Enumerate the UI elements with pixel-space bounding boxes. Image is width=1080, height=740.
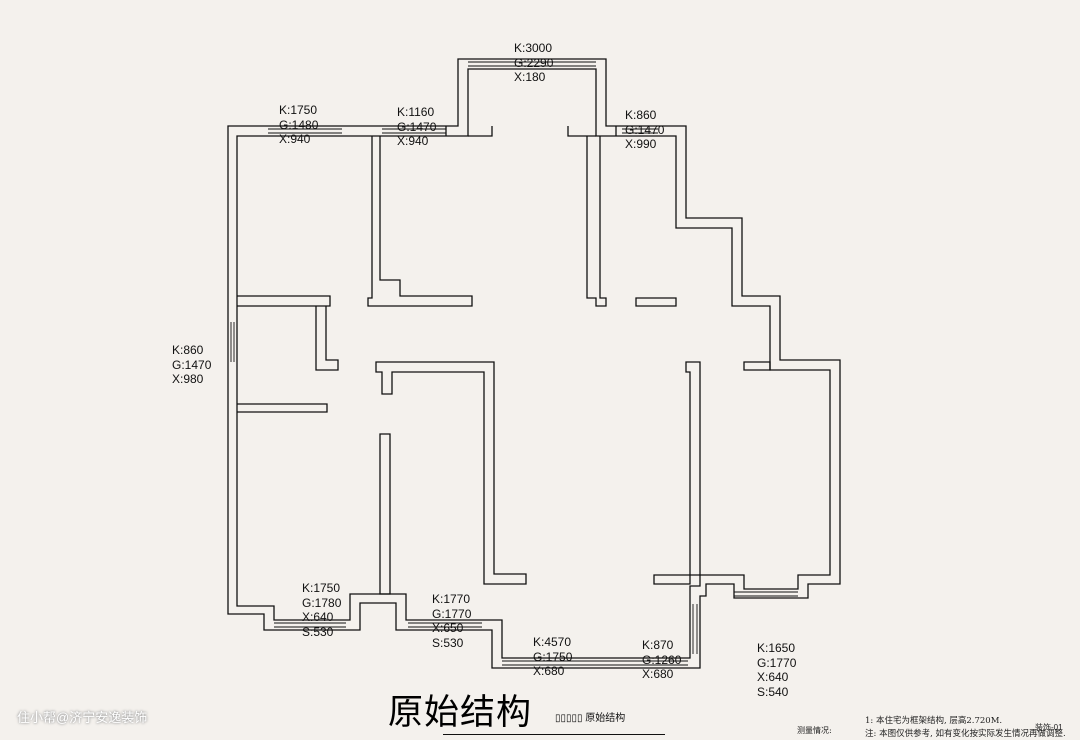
measure-label: 测量情况:	[797, 726, 832, 735]
note-line-1: 1: 本住宅为框架结构, 层高2.720M.	[865, 716, 1003, 726]
title-underline	[443, 734, 665, 735]
watermark: 住小帮@济宁安逸装饰	[17, 710, 148, 725]
walls	[227, 58, 841, 669]
windows	[230, 61, 798, 666]
drawing-title: 原始结构	[388, 693, 533, 733]
note-line-2: 注: 本图仅供参考, 如有变化按实际发生情况再做调整.	[865, 729, 1066, 739]
sheet-number: 装饰-01	[1035, 723, 1063, 732]
drawing-subtitle: ▯▯▯▯▯ 原始结构	[555, 713, 626, 724]
